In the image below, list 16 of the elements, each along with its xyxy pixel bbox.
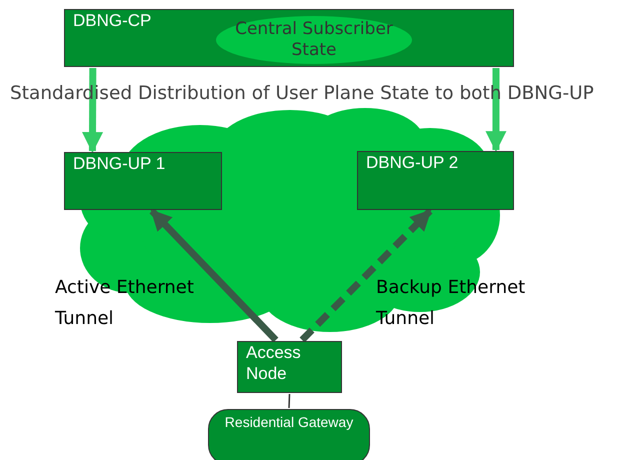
process-box — [64, 9, 514, 67]
node-label: Access Node — [246, 343, 301, 384]
node-label: DBNG-UP 1 — [73, 154, 166, 173]
arrow — [82, 68, 104, 154]
node-label: Residential Gateway — [224, 414, 354, 432]
arrow — [300, 208, 432, 342]
rounded-box — [208, 409, 370, 460]
process-box — [237, 341, 342, 393]
arrow — [149, 208, 278, 342]
process-box — [357, 151, 514, 210]
edge-label: Active Ethernet Tunnel — [55, 276, 195, 331]
node-label: DBNG-UP 2 — [366, 153, 458, 172]
arrow — [485, 68, 506, 152]
node-label: DBNG-CP — [73, 11, 152, 30]
process-box — [64, 152, 222, 210]
node-label: Central Subscriber State — [234, 18, 394, 62]
